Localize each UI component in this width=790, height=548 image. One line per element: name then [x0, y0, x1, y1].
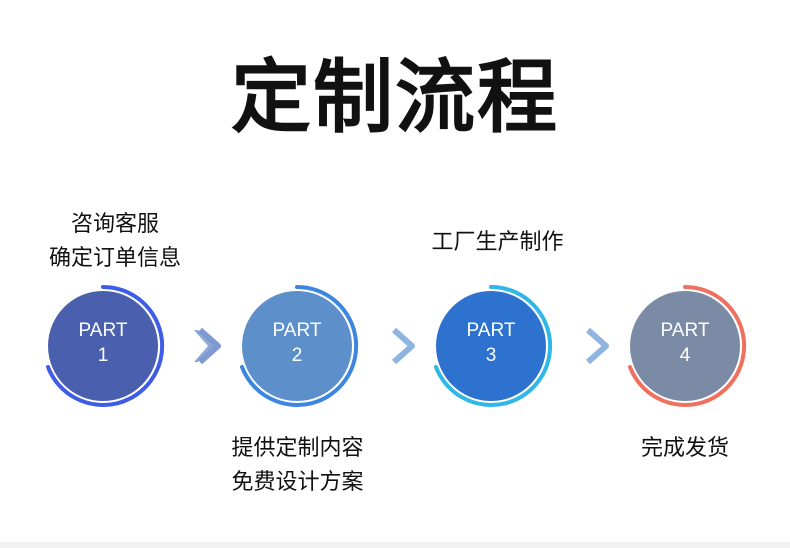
page-title: 定制流程 — [231, 51, 559, 144]
step-4-part-label: PART — [660, 320, 710, 341]
step-1-caption-line-2: 确定订单信息 — [48, 246, 181, 271]
step-3-caption-line-1: 工厂生产制作 — [431, 230, 564, 255]
step-4-caption: 完成发货 — [620, 432, 750, 466]
step-3-number: 3 — [485, 345, 497, 366]
step-2-caption: 提供定制内容 免费设计方案 — [210, 432, 385, 500]
step-3-caption: 工厂生产制作 — [410, 226, 585, 260]
step-3-disc — [436, 291, 546, 401]
step-1-part-label: PART — [78, 320, 128, 341]
step-2-disc — [242, 291, 352, 401]
step-4-caption-line-1: 完成发货 — [640, 436, 729, 461]
step-2-part-label: PART — [272, 320, 322, 341]
footer-divider — [0, 542, 790, 548]
step-1-circle: PART 1 — [38, 281, 168, 411]
step-1-disc — [48, 291, 158, 401]
step-1-ring — [46, 284, 165, 407]
step-4-circle: PART 4 — [620, 281, 750, 411]
step-2-circle: PART 2 — [232, 281, 362, 411]
step-3-circle: PART 3 — [426, 281, 556, 411]
step-3-part-label: PART — [466, 320, 516, 341]
step-3-ring — [434, 284, 553, 407]
chevron-right-icon — [580, 326, 610, 366]
step-1-number: 1 — [97, 345, 109, 366]
step-2-caption-line-1: 提供定制内容 — [231, 436, 364, 461]
step-1-caption: 咨询客服 确定订单信息 — [30, 208, 200, 276]
step-2-ring — [240, 284, 359, 407]
step-2-caption-line-2: 免费设计方案 — [231, 470, 364, 495]
chevron-right-icon — [386, 326, 416, 366]
step-1-caption-line-1: 咨询客服 — [70, 212, 159, 237]
step-4-disc — [630, 291, 740, 401]
chevron-right-icon — [192, 326, 222, 366]
step-2-number: 2 — [291, 345, 303, 366]
step-4-number: 4 — [679, 345, 691, 366]
step-4-ring — [628, 284, 747, 407]
